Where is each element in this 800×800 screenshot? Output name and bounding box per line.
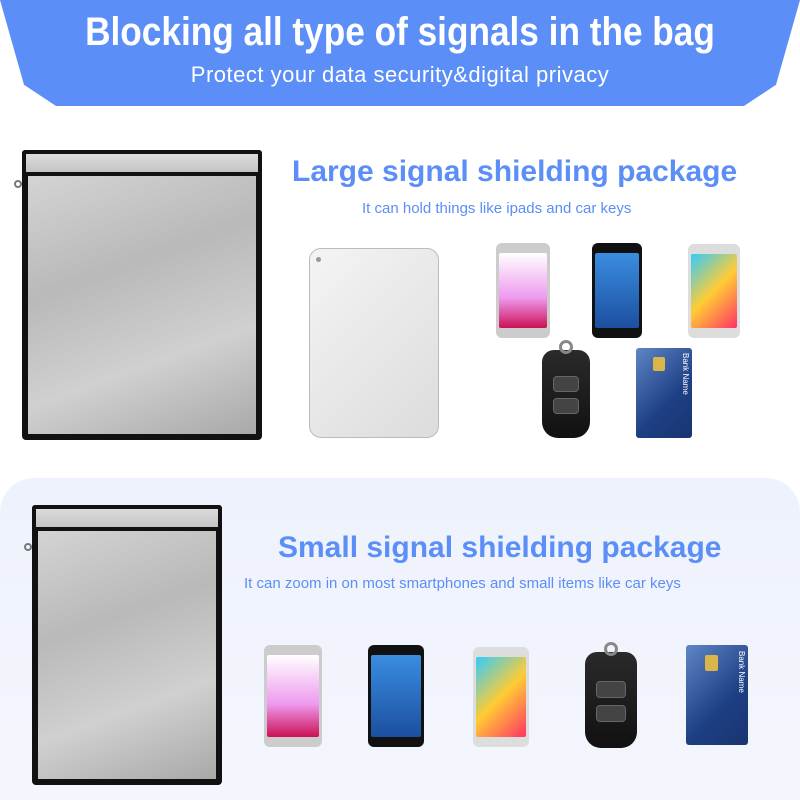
phone-image [688, 244, 740, 338]
subheadline: Protect your data security&digital priva… [190, 62, 610, 87]
car-key-image [585, 642, 637, 748]
headline: Blocking all type of signals in the bag [85, 10, 715, 54]
tablet-image [309, 248, 439, 438]
small-package-subtitle: It can zoom in on most smartphones and s… [244, 575, 681, 592]
small-package-title: Small signal shielding package [278, 531, 722, 564]
phone-image [592, 243, 642, 338]
large-bag-image [14, 150, 262, 440]
large-package-subtitle: It can hold things like ipads and car ke… [362, 200, 632, 217]
bank-name-label: Bank Name [737, 651, 746, 693]
large-package-title: Large signal shielding package [292, 155, 738, 188]
car-key-image [542, 340, 590, 438]
bank-name-label: Bank Name [681, 353, 690, 396]
phone-image [264, 645, 322, 747]
header-banner [0, 0, 800, 106]
bank-card-image: Bank Name [686, 645, 748, 745]
phone-image [473, 647, 529, 747]
small-bag-image [24, 505, 222, 785]
phone-image [368, 645, 424, 747]
bank-card-image: Bank Name [636, 348, 692, 438]
phone-image [496, 243, 550, 338]
